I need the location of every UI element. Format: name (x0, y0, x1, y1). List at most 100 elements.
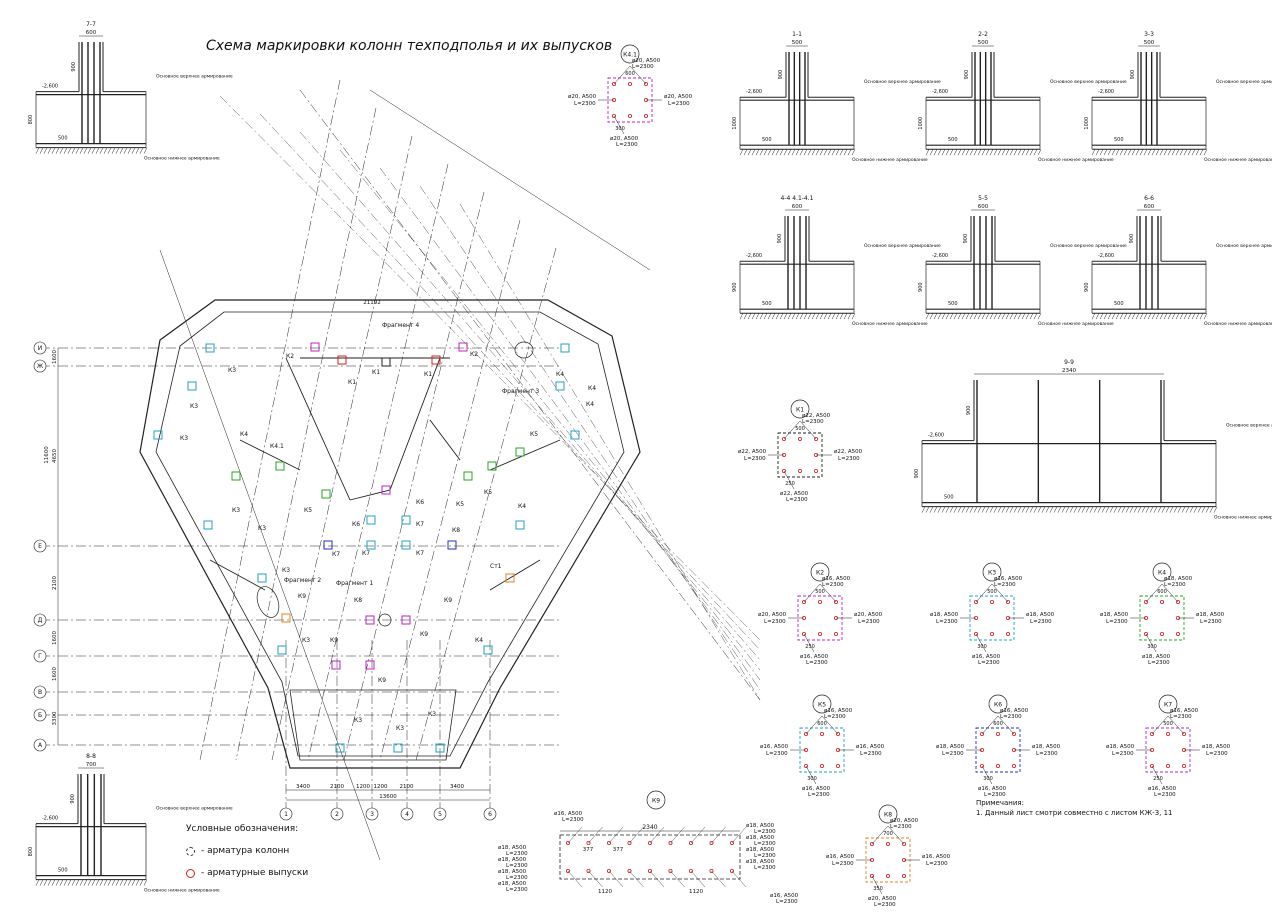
dim-h2: 800 (28, 115, 34, 125)
hatch (981, 313, 986, 320)
leader (629, 870, 644, 888)
section-label: 9-9 (1064, 359, 1074, 366)
hatch (1013, 149, 1018, 156)
hatch (1057, 506, 1062, 513)
hatch (1163, 149, 1168, 156)
hatch (1017, 313, 1022, 320)
hatch (1005, 149, 1010, 156)
rebar-outlet (1160, 632, 1165, 637)
axis-bubble (400, 807, 414, 821)
dim-b: 500 (762, 301, 772, 307)
plan-column (153, 430, 163, 440)
column-id: К3 (988, 570, 996, 577)
hatch (1093, 506, 1098, 513)
hatch (791, 313, 796, 320)
dim-s: 300 (807, 776, 817, 782)
dim-h1: 900 (71, 62, 77, 72)
plan-mark: К4 (556, 371, 564, 378)
hatch (131, 879, 136, 886)
hatch (997, 313, 1002, 320)
column-id-bubble (982, 562, 1002, 582)
label-top: ø20, A500 (890, 818, 919, 824)
label-left: ø18, A500 (498, 857, 527, 863)
hatch (747, 149, 752, 156)
note-top: Основное верхнее армирование (864, 243, 941, 249)
hatch (115, 147, 120, 154)
hatch (929, 149, 934, 156)
hatch (1133, 506, 1138, 513)
hatch (1189, 506, 1194, 513)
leader (975, 583, 993, 603)
plan-column (458, 342, 468, 352)
hatch (1009, 149, 1014, 156)
hatch (787, 149, 792, 156)
hatch (107, 147, 112, 154)
leader (783, 470, 795, 490)
hatch (803, 313, 808, 320)
hatch (1123, 313, 1128, 320)
hatch (973, 313, 978, 320)
note-bottom: Основное нижнее армирование (852, 157, 928, 163)
label-bottom: ø20, A500 (868, 896, 897, 902)
plan-column (365, 615, 375, 625)
rebar-outlet (818, 632, 823, 637)
rebar-outlet (1166, 764, 1171, 769)
axis-bubble (33, 613, 47, 627)
plan-mark: К7 (416, 521, 424, 528)
hatch (1001, 506, 1006, 513)
label-right: ø18, A500 (746, 823, 775, 829)
plan-column (331, 660, 341, 670)
legend: Условные обозначения: - арматура колонн … (186, 818, 308, 884)
dim-left: 4650 (52, 449, 58, 463)
dim-b: 500 (58, 868, 68, 874)
leader (608, 826, 624, 844)
rebar-outlet (798, 436, 803, 441)
hatch (1091, 149, 1096, 156)
axis-line-inclined (219, 95, 761, 641)
plan-mark: К9 (378, 677, 386, 684)
axis-label: 2 (335, 811, 339, 818)
hatch (1203, 149, 1208, 156)
hatch (941, 149, 946, 156)
hatch (981, 149, 986, 156)
hatch (751, 313, 756, 320)
hatch (965, 313, 970, 320)
column-id-bubble (1158, 694, 1178, 714)
hatch (1195, 149, 1200, 156)
label-right: ø18, A500 (1196, 612, 1225, 618)
label-left: ø18, A500 (498, 881, 527, 887)
hatch (839, 149, 844, 156)
leader (1145, 583, 1163, 603)
dim-s: 250 (805, 644, 815, 650)
rebar-outlet (1182, 732, 1187, 737)
hatch (823, 313, 828, 320)
hatch (47, 879, 52, 886)
axis-line-inclined (419, 185, 761, 691)
leader (871, 825, 889, 845)
hatch (1115, 313, 1120, 320)
dim-w: 600 (1157, 589, 1167, 595)
leader (997, 715, 1015, 735)
column-outline (1139, 595, 1185, 641)
plan-column (335, 743, 345, 753)
hatch (977, 313, 982, 320)
drawing-title: Схема маркировки колонн техподполья и их… (206, 38, 613, 54)
label-top-len: L=2300 (1164, 582, 1186, 588)
label-left-len: L=2300 (1106, 619, 1128, 625)
hatch (1147, 149, 1152, 156)
label-top-len: L=2300 (890, 824, 912, 830)
hatch (1127, 313, 1132, 320)
hatch (973, 506, 978, 513)
rebar-outlet (1176, 632, 1181, 637)
note-bottom: Основное нижнее армирование (1038, 321, 1114, 327)
dim-b: 500 (948, 301, 958, 307)
axis-line-inclined (199, 79, 341, 761)
rebar-outlet (1182, 764, 1187, 769)
dim-s: 300 (977, 644, 987, 650)
plan-mark: К7 (332, 551, 340, 558)
hatch (1171, 149, 1176, 156)
dim-b: 500 (58, 136, 68, 142)
